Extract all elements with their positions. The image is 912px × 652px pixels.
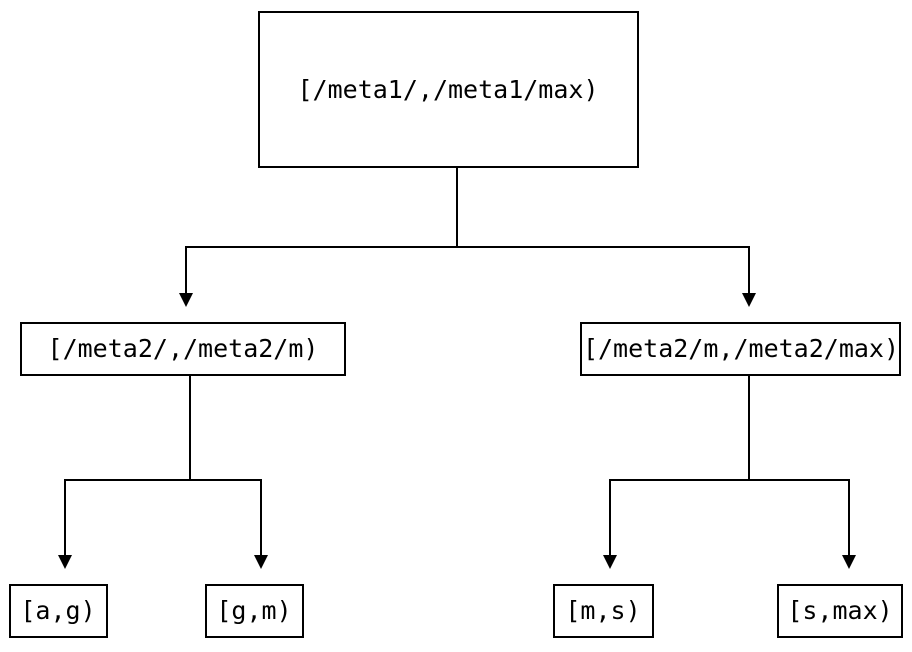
edge-line-mid-left-leaf-2 (188, 375, 263, 557)
node-root-box (257, 10, 640, 169)
node-leaf-3-label: [m,s) (565, 596, 640, 625)
node-root[interactable]: [/meta1/,/meta1/max) (257, 10, 640, 169)
node-leaf-1-label: [a,g) (20, 596, 95, 625)
node-leaf-4-box (776, 583, 904, 639)
edge-line-root-mid-left (184, 167, 459, 295)
arrowhead-icon (842, 555, 856, 569)
edge-mid-right-to-leaf-3 (603, 375, 751, 569)
arrowhead-icon (254, 555, 268, 569)
node-mid-right-label: [/meta2/m,/meta2/max) (583, 334, 899, 363)
edge-root-to-mid-right (455, 167, 756, 307)
edge-mid-right-to-leaf-4 (747, 375, 856, 569)
edge-line-mid-left-leaf-1 (63, 375, 192, 557)
node-leaf-1[interactable]: [a,g) (8, 583, 109, 639)
node-mid-right-box (579, 321, 902, 377)
node-leaf-3-box (552, 583, 655, 639)
arrowhead-icon (179, 293, 193, 307)
node-leaf-2-box (204, 583, 305, 639)
node-mid-left-label: [/meta2/,/meta2/m) (48, 334, 319, 363)
edge-line-mid-right-leaf-3 (608, 375, 751, 557)
node-leaf-4-label: [s,max) (787, 596, 892, 625)
edge-mid-left-to-leaf-2 (188, 375, 268, 569)
node-leaf-1-box (8, 583, 109, 639)
node-leaf-2[interactable]: [g,m) (204, 583, 305, 639)
arrowhead-icon (58, 555, 72, 569)
node-mid-right[interactable]: [/meta2/m,/meta2/max) (579, 321, 902, 377)
node-leaf-4[interactable]: [s,max) (776, 583, 904, 639)
node-mid-left-box (19, 321, 347, 377)
arrowhead-icon (603, 555, 617, 569)
edge-line-root-mid-right (455, 167, 751, 295)
node-root-label: [/meta1/,/meta1/max) (297, 75, 598, 104)
node-leaf-2-label: [g,m) (216, 596, 291, 625)
edge-root-to-mid-left (179, 167, 459, 307)
node-leaf-3[interactable]: [m,s) (552, 583, 655, 639)
edge-mid-left-to-leaf-1 (58, 375, 192, 569)
node-mid-left[interactable]: [/meta2/,/meta2/m) (19, 321, 347, 377)
edge-line-mid-right-leaf-4 (747, 375, 851, 557)
arrowhead-icon (742, 293, 756, 307)
